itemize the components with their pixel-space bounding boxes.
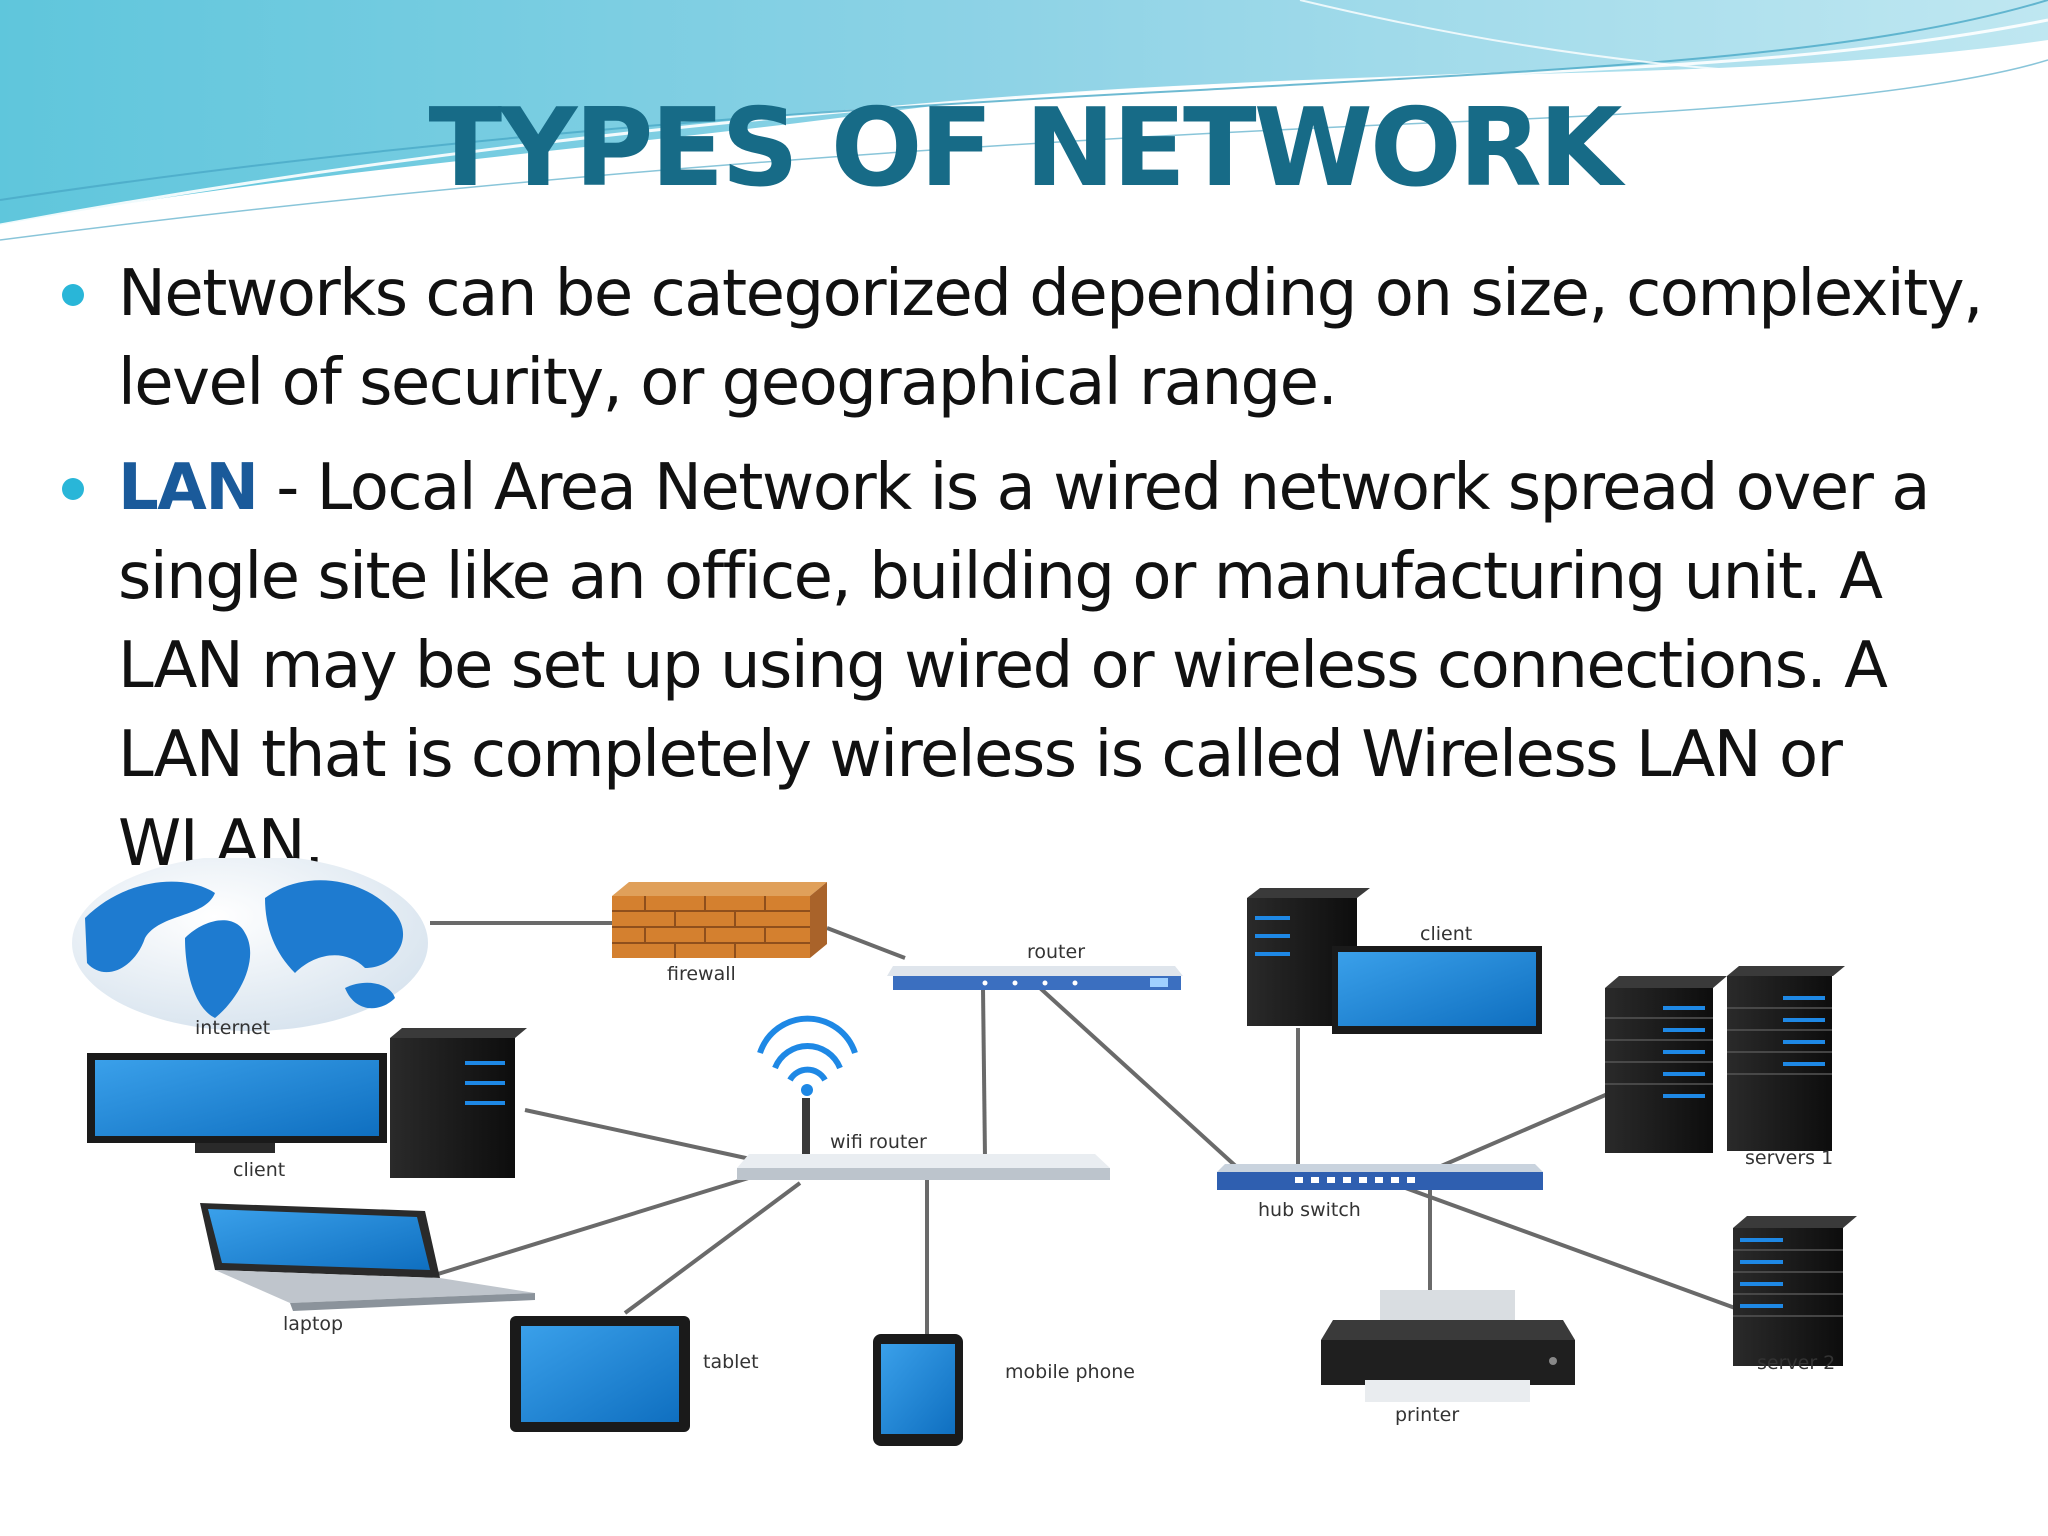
bullet-text: - Local Area Network is a wired network … — [118, 451, 1930, 881]
firewall-icon — [612, 882, 827, 958]
slide-title: TYPES OF NETWORK — [428, 86, 1623, 211]
connection-lines — [424, 921, 1736, 1338]
router-icon — [887, 966, 1183, 990]
server-tower-icon — [1733, 1216, 1857, 1366]
bullet-dot-icon — [62, 478, 84, 500]
label-internet: internet — [195, 1017, 270, 1039]
tablet-icon — [510, 1316, 690, 1432]
internet-globe-icon — [72, 858, 428, 1031]
label-server-2: server 2 — [1757, 1352, 1835, 1374]
label-firewall: firewall — [667, 963, 736, 985]
label-laptop: laptop — [283, 1313, 343, 1335]
wifi-router-icon — [737, 1015, 1110, 1180]
bullet-list: Networks can be categorized depending on… — [62, 250, 2002, 905]
label-mobile-phone: mobile phone — [1005, 1361, 1135, 1383]
bullet-item: Networks can be categorized depending on… — [62, 250, 2002, 428]
lan-network-diagram: internet firewall router — [72, 858, 1857, 1446]
mobile-phone-icon — [873, 1334, 963, 1446]
label-hub-switch: hub switch — [1258, 1199, 1361, 1221]
bullet-dot-icon — [62, 284, 84, 306]
printer-icon — [1321, 1290, 1575, 1402]
bullet-item: LAN - Local Area Network is a wired netw… — [62, 444, 2002, 889]
client-desktop-icon — [1247, 888, 1542, 1034]
header-wave-decoration — [0, 0, 2048, 241]
label-client-left: client — [233, 1159, 285, 1181]
label-client-top: client — [1420, 923, 1472, 945]
client-desktop-icon — [87, 1028, 527, 1178]
label-wifi-router: wifi router — [830, 1131, 927, 1153]
bullet-text: Networks can be categorized depending on… — [118, 257, 1983, 420]
label-router: router — [1027, 941, 1085, 963]
hub-switch-icon — [1217, 1164, 1543, 1190]
label-servers-1: servers 1 — [1745, 1147, 1833, 1169]
servers-rack-icon — [1605, 966, 1845, 1153]
laptop-icon — [200, 1203, 535, 1311]
label-printer: printer — [1395, 1404, 1459, 1426]
label-tablet: tablet — [703, 1351, 759, 1373]
bullet-term: LAN — [118, 451, 259, 525]
